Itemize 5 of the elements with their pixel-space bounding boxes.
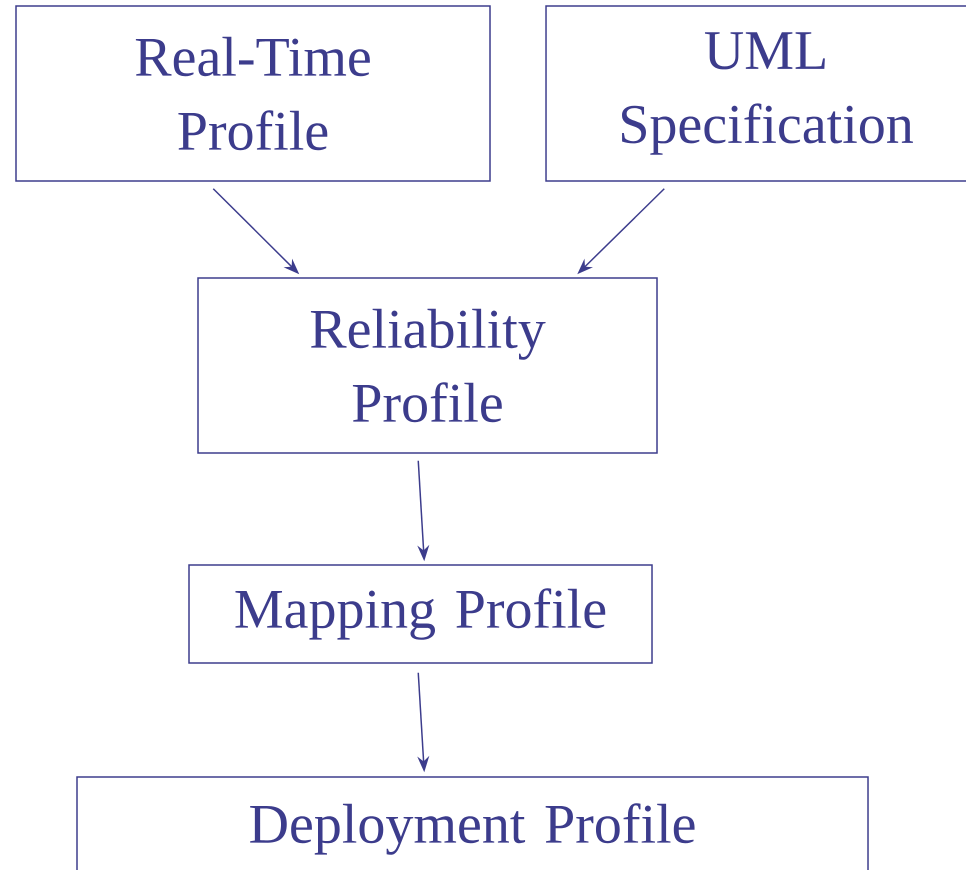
profile-box: UML Specification <box>545 5 966 182</box>
profile-box: Mapping Profile <box>188 564 653 664</box>
profile-box: Deployment Profile <box>76 776 869 870</box>
profile-box: Real-Time Profile <box>15 5 491 182</box>
profile-box: Reliability Profile <box>197 277 658 454</box>
